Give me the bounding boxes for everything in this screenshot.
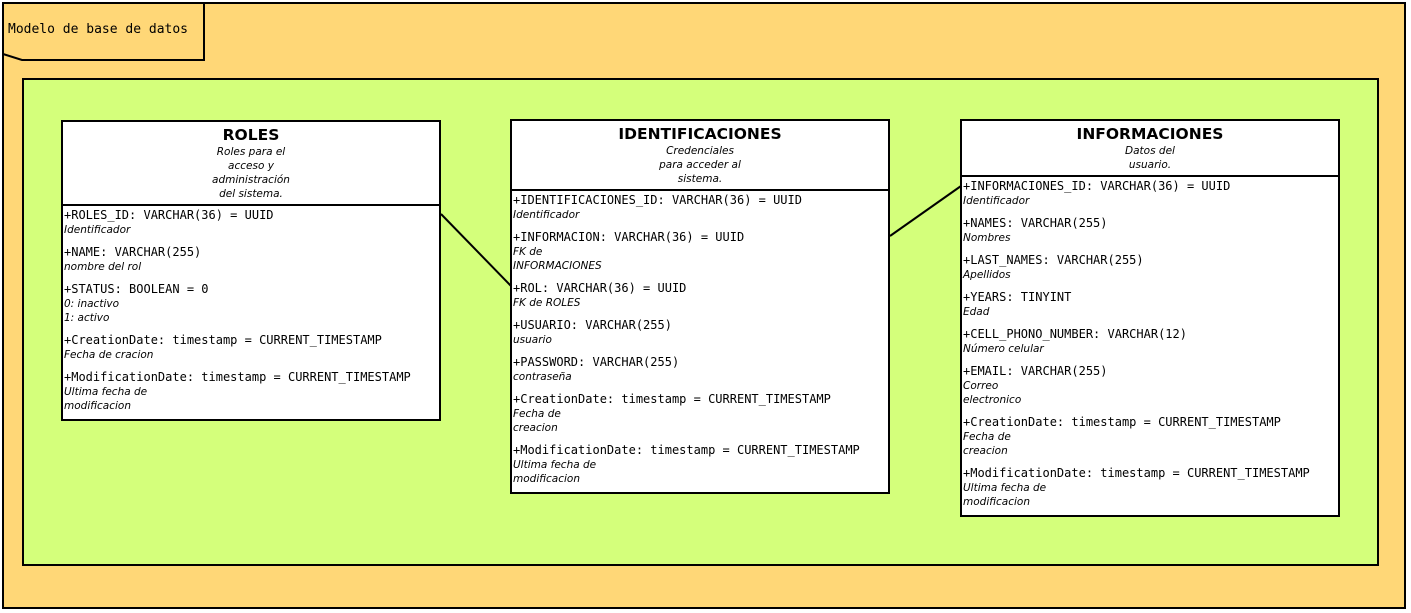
attribute-signature: +EMAIL: VARCHAR(255): [963, 364, 1108, 378]
attribute-row[interactable]: +INFORMACIONES_ID: VARCHAR(36) = UUID Ide…: [963, 179, 1338, 208]
entity-header: INFORMACIONES Datos del usuario.: [962, 121, 1338, 177]
roles-identificaciones-relation: [440, 213, 513, 288]
attribute-row[interactable]: +CELL_PHONO_NUMBER: VARCHAR(12) Número ce…: [963, 327, 1338, 356]
attribute-signature: +YEARS: TINYINT: [963, 290, 1072, 304]
attribute-signature: +CreationDate: timestamp = CURRENT_TIMES…: [963, 415, 1281, 429]
attribute-signature: +ModificationDate: timestamp = CURRENT_T…: [64, 370, 411, 384]
attribute-signature: +USUARIO: VARCHAR(255): [513, 318, 672, 332]
attribute-note: Identificador: [64, 224, 131, 236]
entity-title: ROLES: [222, 126, 280, 144]
frame-tab: [2, 2, 205, 61]
attribute-row[interactable]: +ModificationDate: timestamp = CURRENT_T…: [64, 370, 439, 413]
entity-title: IDENTIFICACIONES: [618, 125, 782, 143]
attribute-row[interactable]: +CreationDate: timestamp = CURRENT_TIMES…: [513, 392, 888, 435]
attribute-signature: +STATUS: BOOLEAN = 0: [64, 282, 209, 296]
attribute-list: +IDENTIFICACIONES_ID: VARCHAR(36) = UUID…: [512, 191, 888, 486]
attribute-note: FK de ROLES: [513, 297, 581, 309]
attribute-note: Correo electronico: [963, 380, 1022, 406]
attribute-row[interactable]: +YEARS: TINYINT Edad: [963, 290, 1338, 319]
attribute-note: Identificador: [513, 209, 580, 221]
attribute-signature: +NAMES: VARCHAR(255): [963, 216, 1108, 230]
attribute-note: Número celular: [963, 343, 1044, 355]
attribute-signature: +LAST_NAMES: VARCHAR(255): [963, 253, 1144, 267]
attribute-signature: +ModificationDate: timestamp = CURRENT_T…: [513, 443, 860, 457]
entity-title: INFORMACIONES: [1076, 125, 1224, 143]
attribute-note: Nombres: [963, 232, 1011, 244]
attribute-list: +ROLES_ID: VARCHAR(36) = UUID Identificad…: [63, 206, 439, 413]
attribute-signature: +CreationDate: timestamp = CURRENT_TIMES…: [513, 392, 831, 406]
entity-description: Datos del usuario.: [1125, 145, 1175, 171]
entity-header: IDENTIFICACIONES Credenciales para acced…: [512, 121, 888, 191]
attribute-row[interactable]: +ROLES_ID: VARCHAR(36) = UUID Identificad…: [64, 208, 439, 237]
attribute-note: Fecha de creacion: [963, 431, 1011, 457]
entity-description: Credenciales para acceder al sistema.: [659, 145, 741, 185]
attribute-signature: +PASSWORD: VARCHAR(255): [513, 355, 680, 369]
attribute-signature: +INFORMACIONES_ID: VARCHAR(36) = UUID: [963, 179, 1231, 193]
attribute-row[interactable]: +NAMES: VARCHAR(255) Nombres: [963, 216, 1338, 245]
attribute-row[interactable]: +CreationDate: timestamp = CURRENT_TIMES…: [963, 415, 1338, 458]
attribute-row[interactable]: +INFORMACION: VARCHAR(36) = UUID FK de IN…: [513, 230, 888, 273]
attribute-row[interactable]: +LAST_NAMES: VARCHAR(255) Apellidos: [963, 253, 1338, 282]
attribute-row[interactable]: +ROL: VARCHAR(36) = UUID FK de ROLES: [513, 281, 888, 310]
attribute-note: Fecha de cracion: [64, 349, 154, 361]
attribute-row[interactable]: +STATUS: BOOLEAN = 0 0: inactivo 1: activ…: [64, 282, 439, 325]
attribute-signature: +ModificationDate: timestamp = CURRENT_T…: [963, 466, 1310, 480]
attribute-note: contraseña: [513, 371, 572, 383]
attribute-note: Ultima fecha de modificacion: [513, 459, 597, 485]
attribute-note: Edad: [963, 306, 990, 318]
attribute-row[interactable]: +IDENTIFICACIONES_ID: VARCHAR(36) = UUID…: [513, 193, 888, 222]
attribute-note: nombre del rol: [64, 261, 142, 273]
attribute-row[interactable]: +EMAIL: VARCHAR(255) Correo electronico: [963, 364, 1338, 407]
attribute-row[interactable]: +CreationDate: timestamp = CURRENT_TIMES…: [64, 333, 439, 362]
attribute-signature: +NAME: VARCHAR(255): [64, 245, 202, 259]
attribute-signature: +IDENTIFICACIONES_ID: VARCHAR(36) = UUID: [513, 193, 802, 207]
attribute-note: Identificador: [963, 195, 1030, 207]
attribute-row[interactable]: +ModificationDate: timestamp = CURRENT_T…: [513, 443, 888, 486]
attribute-note: Apellidos: [963, 269, 1011, 281]
entity-description: Roles para el acceso y administración de…: [212, 146, 290, 200]
attribute-row[interactable]: +PASSWORD: VARCHAR(255) contraseña: [513, 355, 888, 384]
entity-header: ROLES Roles para el acceso y administrac…: [63, 122, 439, 206]
attribute-note: Ultima fecha de modificacion: [963, 482, 1047, 508]
attribute-row[interactable]: +USUARIO: VARCHAR(255) usuario: [513, 318, 888, 347]
attribute-note: Ultima fecha de modificacion: [64, 386, 148, 412]
entity-roles[interactable]: ROLES Roles para el acceso y administrac…: [61, 120, 441, 421]
attribute-note: Fecha de creacion: [513, 408, 561, 434]
attribute-row[interactable]: +NAME: VARCHAR(255) nombre del rol: [64, 245, 439, 274]
attribute-signature: +ROL: VARCHAR(36) = UUID: [513, 281, 687, 295]
frame-title: Modelo de base de datos: [8, 22, 189, 37]
attribute-list: +INFORMACIONES_ID: VARCHAR(36) = UUID Ide…: [962, 177, 1338, 509]
attribute-note: usuario: [513, 334, 552, 346]
attribute-signature: +INFORMACION: VARCHAR(36) = UUID: [513, 230, 745, 244]
attribute-note: 0: inactivo 1: activo: [64, 298, 120, 324]
attribute-signature: +ROLES_ID: VARCHAR(36) = UUID: [64, 208, 274, 222]
attribute-note: FK de INFORMACIONES: [513, 246, 602, 272]
entity-identificaciones[interactable]: IDENTIFICACIONES Credenciales para acced…: [510, 119, 890, 494]
entity-informaciones[interactable]: INFORMACIONES Datos del usuario. +INFORM…: [960, 119, 1340, 517]
attribute-row[interactable]: +ModificationDate: timestamp = CURRENT_T…: [963, 466, 1338, 509]
attribute-signature: +CELL_PHONO_NUMBER: VARCHAR(12): [963, 327, 1187, 341]
attribute-signature: +CreationDate: timestamp = CURRENT_TIMES…: [64, 333, 382, 347]
identificaciones-informaciones-relation: [889, 185, 962, 237]
